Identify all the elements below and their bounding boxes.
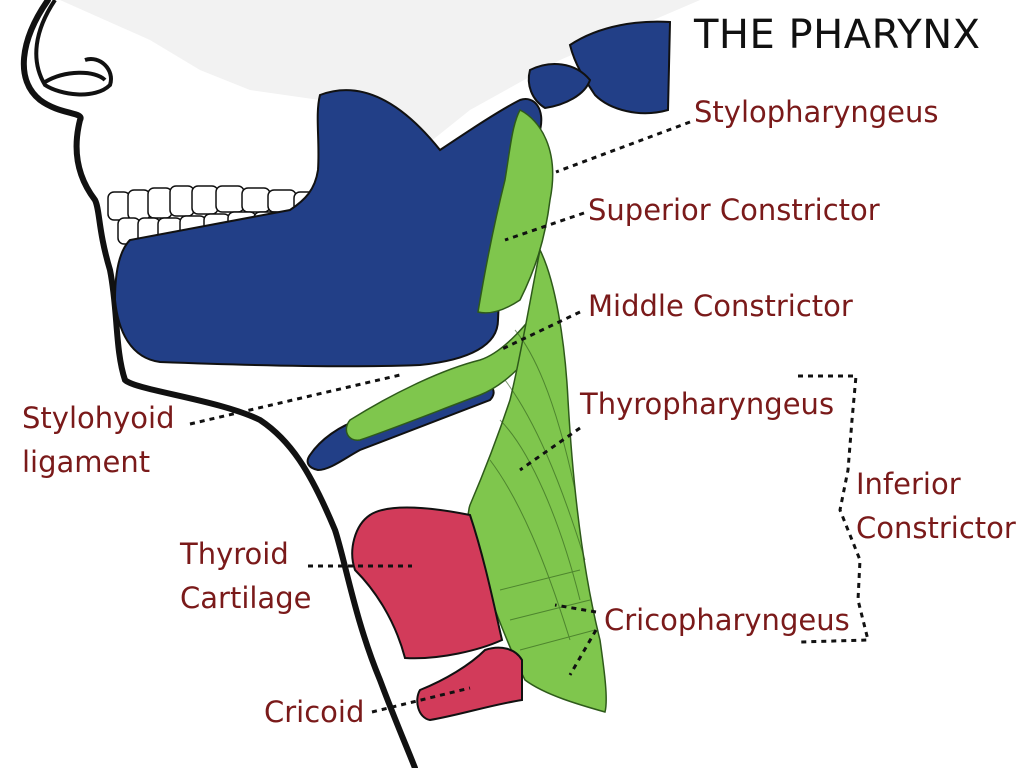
label-cricoid: Cricoid	[264, 690, 364, 734]
label-cricopharyngeus: Cricopharyngeus	[604, 598, 850, 642]
label-superior-constrictor: Superior Constrictor	[588, 188, 880, 232]
label-middle-constrictor: Middle Constrictor	[588, 284, 853, 328]
diagram-title: THE PHARYNX	[694, 12, 981, 58]
label-inferior-constrictor-line1: Inferior	[856, 462, 961, 506]
label-stylohyoid-line2: ligament	[22, 440, 150, 484]
leader-stylopharyngeus	[556, 122, 690, 172]
label-inferior-constrictor-line2: Constrictor	[856, 506, 1016, 550]
label-stylohyoid-line1: Stylohyoid	[22, 396, 175, 440]
cricoid-cartilage	[417, 648, 522, 720]
label-thyroid-cartilage-line2: Cartilage	[180, 576, 311, 620]
label-thyropharyngeus: Thyropharyngeus	[580, 382, 834, 426]
styloid-process	[529, 64, 590, 108]
label-stylopharyngeus: Stylopharyngeus	[694, 90, 939, 134]
label-thyroid-cartilage-line1: Thyroid	[180, 532, 289, 576]
